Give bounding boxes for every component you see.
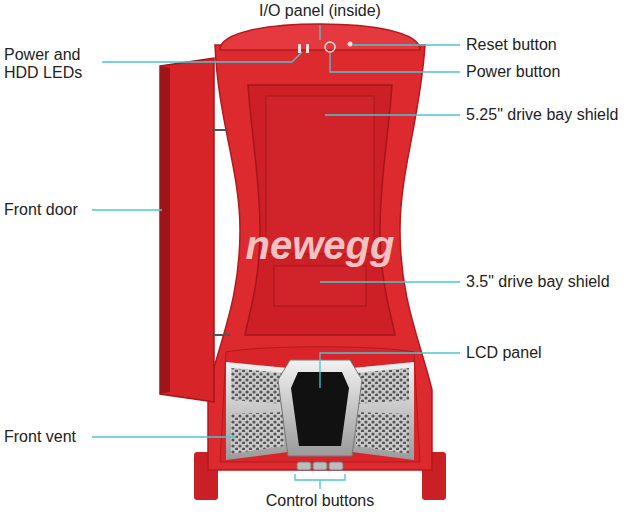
bay-shield <box>274 266 366 306</box>
bracket <box>295 474 345 489</box>
leader-line <box>320 281 460 282</box>
control-button <box>313 462 327 470</box>
part-label: Reset button <box>466 36 557 54</box>
led <box>298 44 301 53</box>
leader-line <box>102 52 302 62</box>
vent <box>231 412 284 454</box>
vent <box>356 368 409 404</box>
leader-lines <box>92 25 460 489</box>
door-edge <box>160 66 170 394</box>
part-label: 3.5" drive bay shield <box>466 273 610 291</box>
leader-line <box>330 53 460 72</box>
watermark: newegg <box>246 222 395 268</box>
leader-line <box>352 44 460 45</box>
part-label: Control buttons <box>266 492 375 510</box>
vent-frame <box>352 362 414 460</box>
case-body <box>208 45 432 470</box>
control-button <box>297 462 311 470</box>
leader-line <box>320 353 460 388</box>
power-button-icon <box>325 42 335 52</box>
leader-line <box>319 25 320 40</box>
leader-line <box>92 436 236 437</box>
leader-line <box>325 114 460 115</box>
part-label: I/O panel (inside) <box>259 2 381 20</box>
part-label: 5.25" drive bay shield <box>466 106 618 124</box>
top-cap <box>220 24 420 50</box>
control-button <box>329 462 343 470</box>
reset-button-icon <box>348 42 353 47</box>
part-label: Power button <box>466 63 560 81</box>
led <box>306 44 309 53</box>
part-label: Power and HDD LEDs <box>4 46 96 82</box>
vent <box>231 368 284 404</box>
hinge <box>212 334 230 336</box>
part-label: LCD panel <box>466 344 542 362</box>
hinge <box>212 129 228 131</box>
front-door <box>160 58 214 402</box>
part-label: Front door <box>4 201 78 219</box>
part-label: Front vent <box>4 428 76 446</box>
vent-frame <box>226 362 288 460</box>
vent <box>356 412 409 454</box>
leader-line <box>92 209 162 210</box>
drive-recess <box>245 85 395 335</box>
